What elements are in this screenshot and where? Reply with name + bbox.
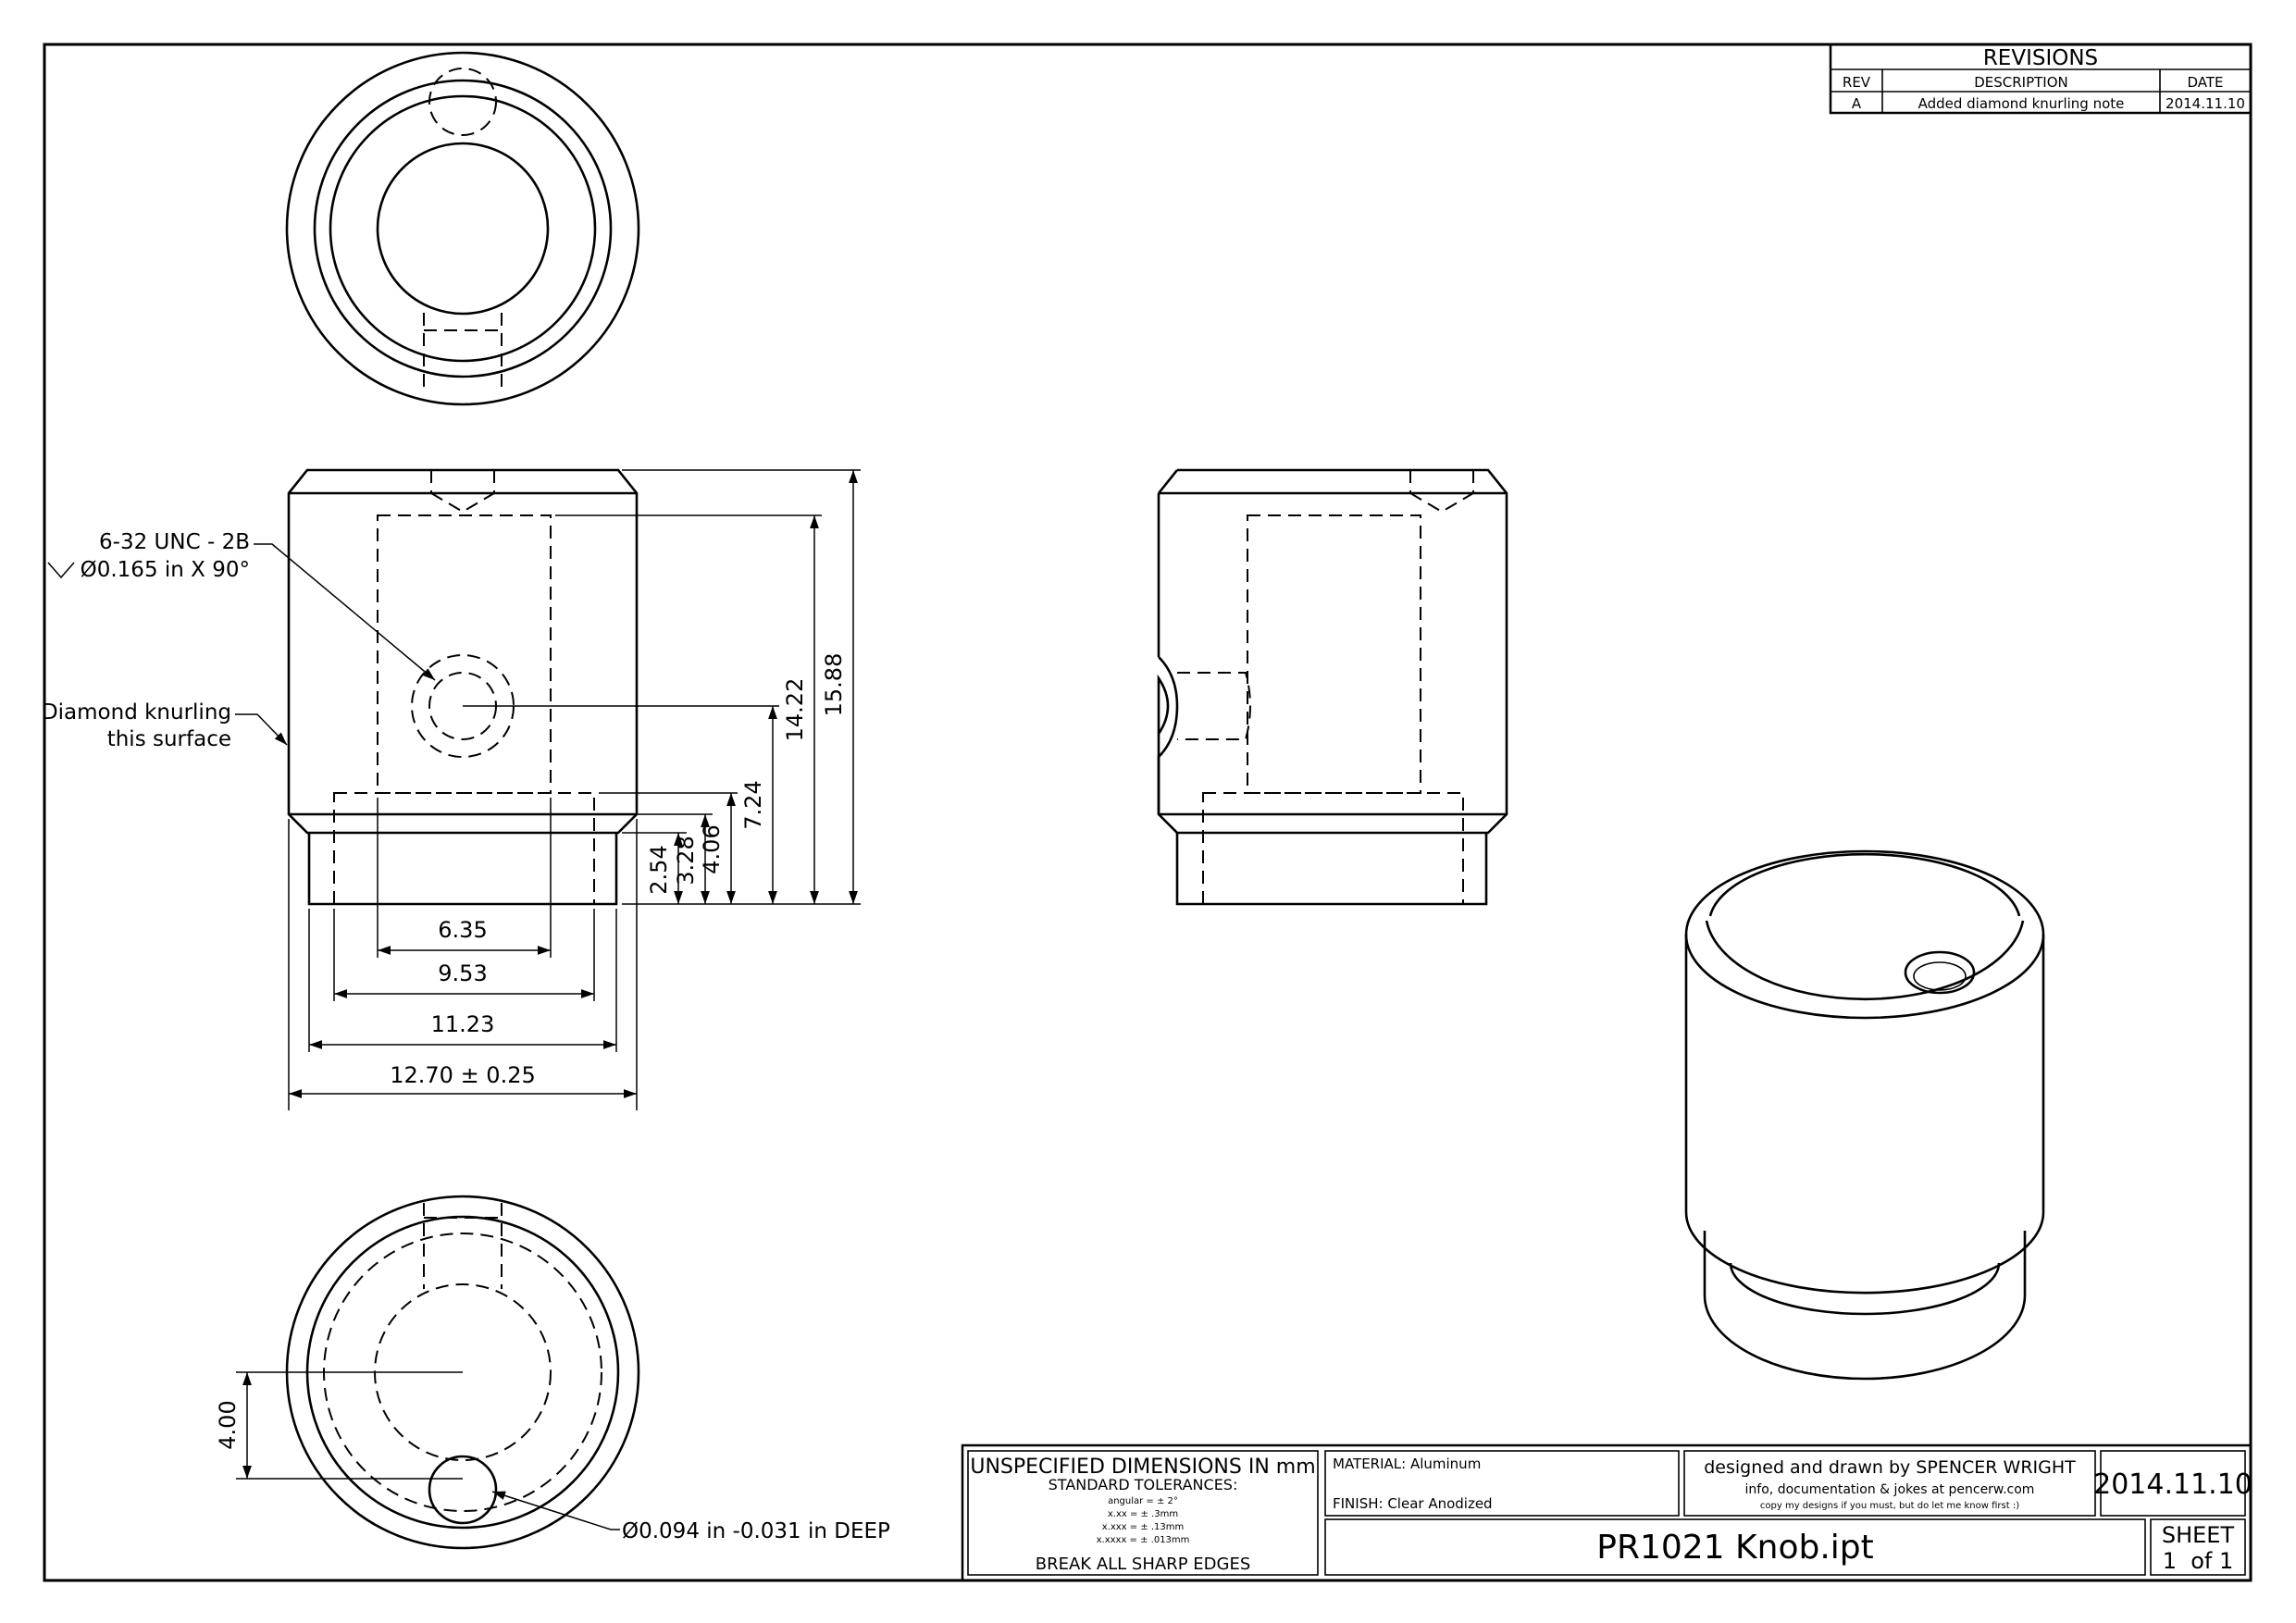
dim-14-22: 14.22 — [782, 678, 808, 742]
tol-xxxx: x.xxxx = ± .013mm — [1097, 1535, 1190, 1545]
thread-note-line1: 6-32 UNC - 2B — [99, 530, 250, 554]
break-edges: BREAK ALL SHARP EDGES — [1036, 1555, 1251, 1574]
rev-header: REV — [1843, 74, 1871, 91]
dim-6-35: 6.35 — [438, 917, 487, 943]
rev-cell: A — [1852, 95, 1862, 112]
description-header: DESCRIPTION — [1974, 74, 2068, 91]
title-date: 2014.11.10 — [2093, 1468, 2253, 1501]
isometric-view — [1684, 849, 2045, 1381]
tol-xxx: x.xxx = ± .13mm — [1102, 1522, 1185, 1532]
dim-9-53: 9.53 — [438, 960, 487, 986]
revisions-table: REVISIONS REV DESCRIPTION DATE A Added d… — [1829, 43, 2253, 115]
date-header: DATE — [2187, 74, 2223, 91]
standard-tolerances: STANDARD TOLERANCES: — [1049, 1476, 1238, 1493]
copy-note: copy my designs if you must, but do let … — [1760, 1501, 2019, 1511]
dim-7-24: 7.24 — [740, 780, 766, 829]
hole-callout: Ø0.094 in -0.031 in DEEP — [622, 1519, 890, 1543]
knurl-note-line1: Diamond knurling — [42, 700, 231, 725]
dim-4-06: 4.06 — [699, 824, 725, 873]
dim-3-28: 3.28 — [673, 836, 699, 885]
dim-2-54: 2.54 — [646, 845, 672, 894]
tol-xx: x.xx = ± .3mm — [1108, 1509, 1178, 1519]
thread-note-line2: Ø0.165 in X 90° — [81, 558, 250, 582]
info-line: info, documentation & jokes at pencerw.c… — [1745, 1482, 2035, 1497]
title-block: UNSPECIFIED DIMENSIONS IN mm STANDARD TO… — [961, 1443, 2253, 1582]
front-view — [287, 468, 639, 906]
date-cell: 2014.11.10 — [2166, 95, 2245, 112]
dim-15-88: 15.88 — [821, 653, 847, 717]
part-name: PR1021 Knob.ipt — [1596, 1529, 1874, 1567]
sheet-label: SHEET — [2162, 1522, 2235, 1548]
side-view — [1157, 468, 1508, 906]
top-view — [285, 51, 640, 406]
sheet-border — [43, 43, 2253, 1582]
unspecified-dims: UNSPECIFIED DIMENSIONS IN mm — [970, 1456, 1315, 1479]
designer: designed and drawn by SPENCER WRIGHT — [1704, 1457, 2076, 1478]
notes: 6-32 UNC - 2B Ø0.165 in X 90° Diamond kn… — [42, 530, 890, 1543]
material: MATERIAL: Aluminum — [1333, 1456, 1481, 1472]
revisions-title: REVISIONS — [1983, 46, 2098, 70]
dim-12-70: 12.70 ± 0.25 — [390, 1062, 536, 1088]
finish: FINISH: Clear Anodized — [1333, 1495, 1493, 1512]
knurl-note-line2: this surface — [107, 727, 231, 751]
description-cell: Added diamond knurling note — [1918, 95, 2125, 112]
sheet-number: 1 of 1 — [2163, 1548, 2234, 1574]
dim-4-00: 4.00 — [215, 1400, 241, 1449]
dimensions: 6.35 9.53 11.23 12.70 ± 0.25 2.54 3.28 4… — [215, 469, 861, 1480]
dim-11-23: 11.23 — [431, 1011, 495, 1037]
tol-angular: angular = ± 2° — [1108, 1496, 1178, 1506]
